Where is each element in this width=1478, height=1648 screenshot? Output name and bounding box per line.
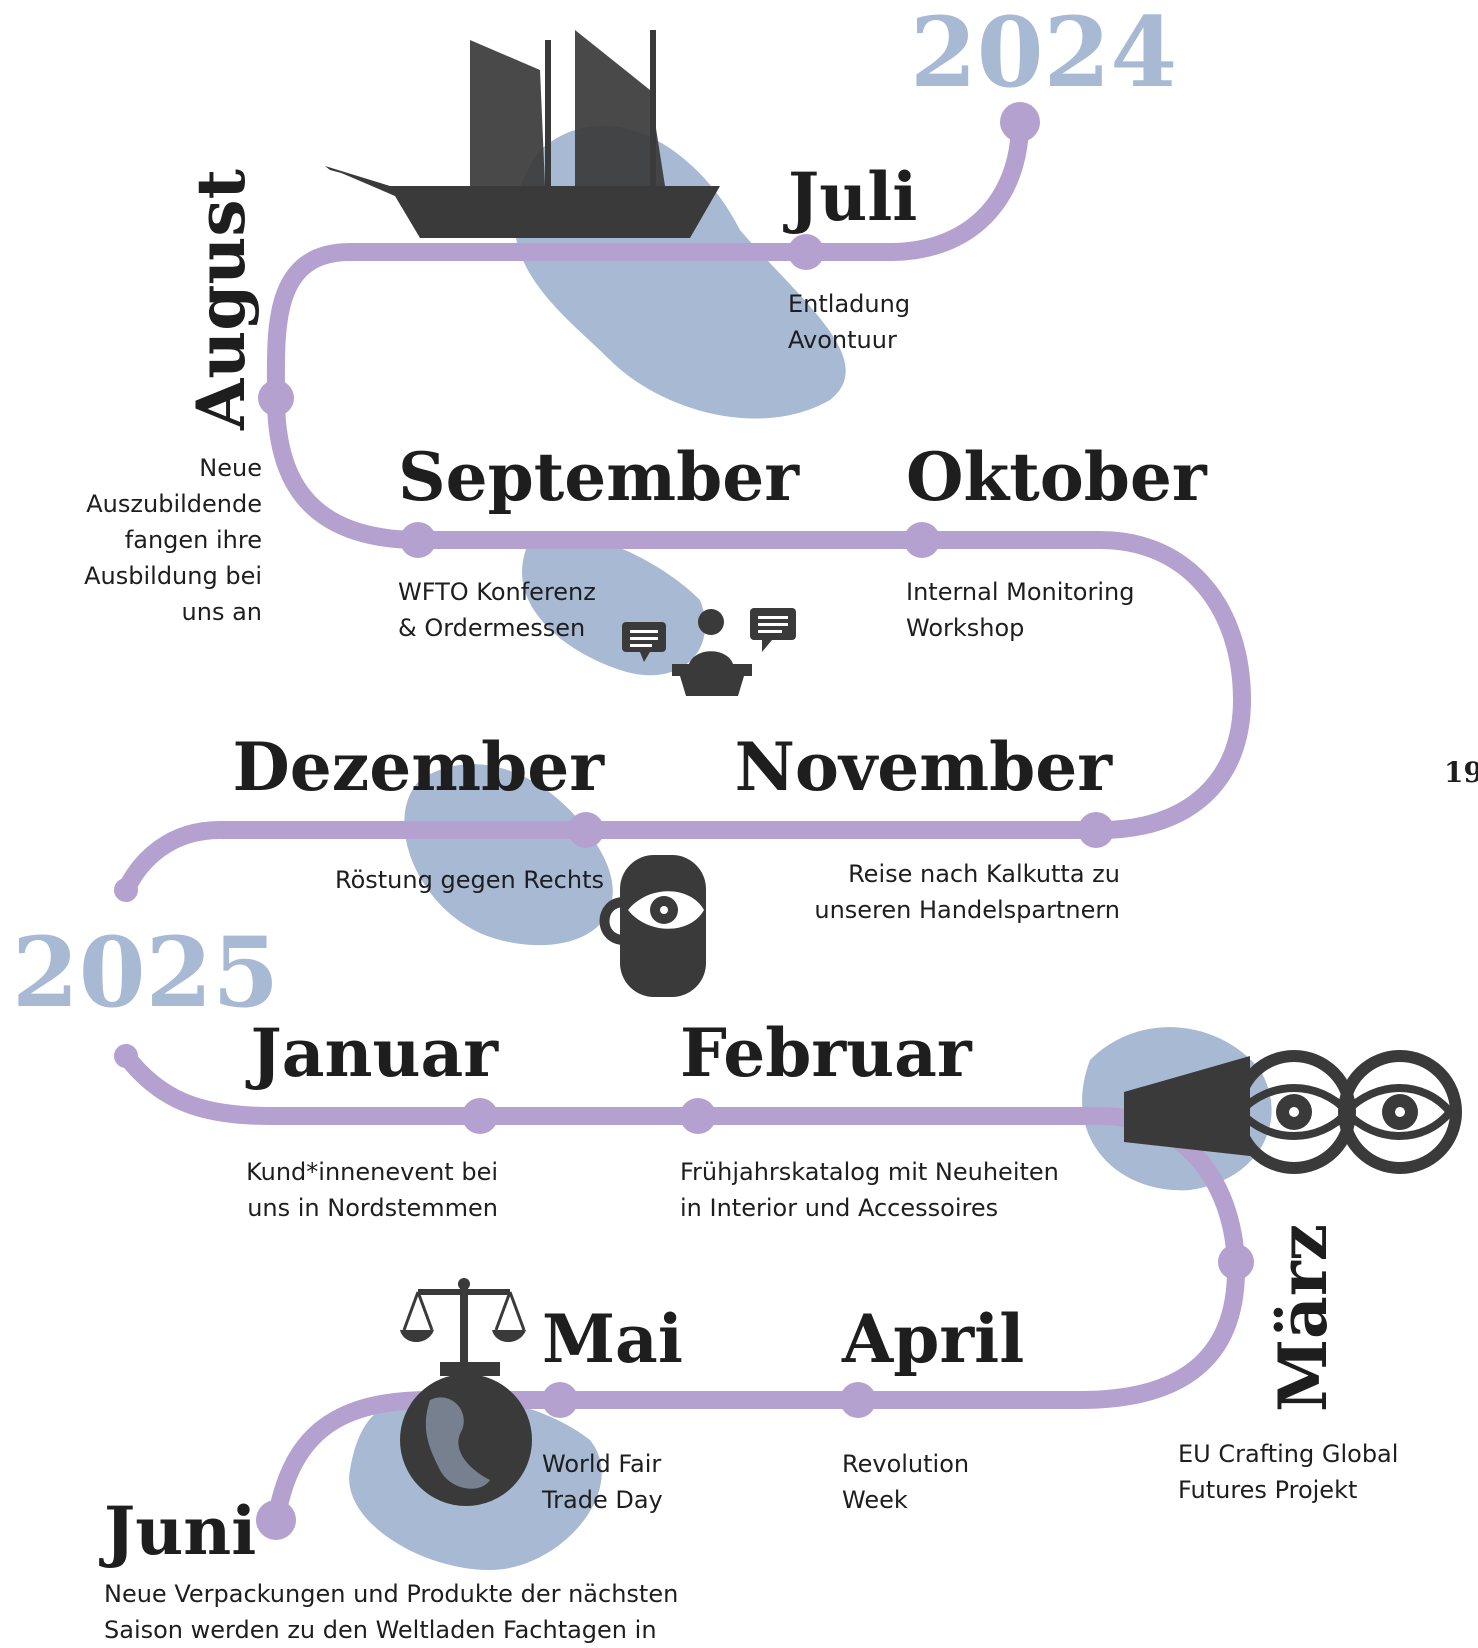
month-juli: Juli: [783, 158, 917, 236]
dot-april: [840, 1382, 876, 1418]
conference-speaker-icon: [622, 608, 796, 696]
desc-november: Reise nach Kalkutta zu unseren Handelspa…: [814, 860, 1120, 924]
month-labels: Juli August September Oktober November D…: [99, 158, 1342, 1570]
month-oktober: Oktober: [906, 438, 1208, 516]
month-juni: Juni: [99, 1492, 256, 1570]
month-september: September: [398, 438, 800, 516]
dot-end-2024: [114, 878, 138, 902]
desc-mai: World Fair Trade Day: [542, 1450, 663, 1514]
desc-april: Revolution Week: [842, 1450, 970, 1514]
month-april: April: [841, 1300, 1024, 1378]
coffee-cup-eye-icon: [599, 855, 706, 997]
timeline-dots: [114, 102, 1254, 1540]
desc-september: WFTO Konferenz & Ordermessen: [398, 578, 596, 642]
dot-januar: [462, 1098, 498, 1134]
dot-august: [258, 380, 294, 416]
dot-dezember: [568, 812, 604, 848]
page-number: 19: [1444, 756, 1478, 789]
desc-oktober: Internal Monitoring Workshop: [906, 578, 1135, 642]
month-dezember: Dezember: [233, 728, 606, 806]
dot-februar: [680, 1098, 716, 1134]
desc-juni: Neue Verpackungen und Produkte der nächs…: [104, 1580, 679, 1644]
dot-maerz: [1218, 1244, 1254, 1280]
month-februar: Februar: [680, 1014, 973, 1092]
desc-august: Neue Auszubildende fangen ihre Ausbildun…: [84, 454, 262, 626]
desc-juli: Entladung Avontuur: [788, 290, 911, 354]
dot-start-2024: [1000, 102, 1040, 142]
month-maerz: März: [1264, 1224, 1342, 1412]
sailing-ship-icon: [325, 30, 720, 238]
scales-globe-icon: [400, 1278, 532, 1506]
year-labels: 2024 2025: [12, 0, 1177, 1029]
dot-juli: [788, 234, 824, 270]
dot-mai: [542, 1382, 578, 1418]
month-november: November: [735, 728, 1114, 806]
dot-juni: [256, 1500, 296, 1540]
desc-dezember: Röstung gegen Rechts: [334, 866, 604, 894]
year-2025: 2025: [12, 916, 279, 1029]
desc-maerz: EU Crafting Global Futures Projekt: [1178, 1440, 1399, 1504]
month-mai: Mai: [542, 1300, 683, 1378]
dot-oktober: [904, 522, 940, 558]
dot-september: [400, 522, 436, 558]
desc-januar: Kund*innenevent bei uns in Nordstemmen: [246, 1158, 498, 1222]
desc-februar: Frühjahrskatalog mit Neuheiten in Interi…: [680, 1158, 1059, 1222]
blob-dezember: [404, 764, 613, 946]
dot-start-2025: [114, 1044, 138, 1068]
month-august: August: [182, 169, 260, 431]
year-2024: 2024: [910, 0, 1177, 109]
dot-november: [1078, 812, 1114, 848]
month-januar: Januar: [246, 1014, 500, 1092]
binoculars-eye-icon: [1124, 1050, 1462, 1174]
